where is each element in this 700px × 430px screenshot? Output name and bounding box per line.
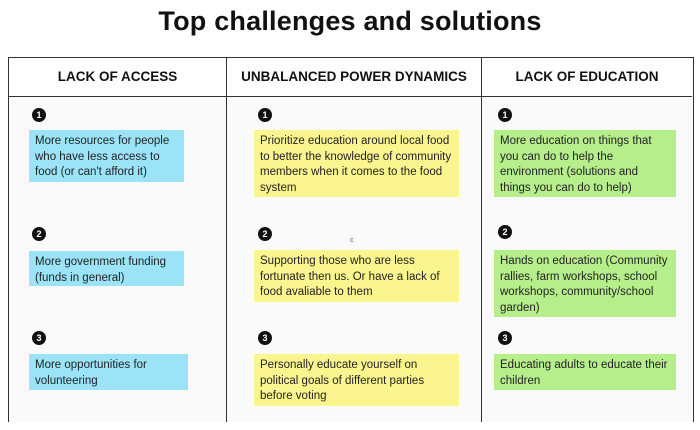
sticky-note[interactable]: More resources for people who have less … xyxy=(29,130,184,182)
column-unbalanced-power: UNBALANCED POWER DYNAMICS xyxy=(226,58,481,422)
column-header: LACK OF EDUCATION xyxy=(482,58,692,97)
column-lack-of-education: LACK OF EDUCATION xyxy=(481,58,692,422)
number-badge: 2 xyxy=(498,225,512,239)
column-header: LACK OF ACCESS xyxy=(9,58,226,97)
sticky-note[interactable]: Personally educate yourself on political… xyxy=(254,354,459,406)
sticky-note[interactable]: More government funding (funds in genera… xyxy=(29,251,184,286)
sticky-note[interactable]: Supporting those who are less fortunate … xyxy=(254,250,459,302)
cursor-icon: c xyxy=(350,237,354,244)
board-title: Top challenges and solutions xyxy=(158,6,542,36)
sticky-note[interactable]: Hands on education (Community rallies, f… xyxy=(494,250,676,317)
number-badge: 1 xyxy=(498,108,512,122)
sticky-note[interactable]: More education on things that you can do… xyxy=(494,130,676,197)
number-badge: 2 xyxy=(258,227,272,241)
column-lack-of-access: LACK OF ACCESS xyxy=(9,58,226,422)
column-header: UNBALANCED POWER DYNAMICS xyxy=(227,58,481,97)
number-badge: 3 xyxy=(258,331,272,345)
number-badge: 3 xyxy=(498,331,512,345)
number-badge: 1 xyxy=(258,108,272,122)
sticky-note[interactable]: Educating adults to educate their childr… xyxy=(494,354,676,390)
number-badge: 2 xyxy=(32,227,46,241)
sticky-note[interactable]: Prioritize education around local food t… xyxy=(254,130,459,197)
number-badge: 3 xyxy=(32,331,46,345)
number-badge: 1 xyxy=(32,108,46,122)
sticky-note[interactable]: More opportunities for volunteering xyxy=(29,354,188,390)
